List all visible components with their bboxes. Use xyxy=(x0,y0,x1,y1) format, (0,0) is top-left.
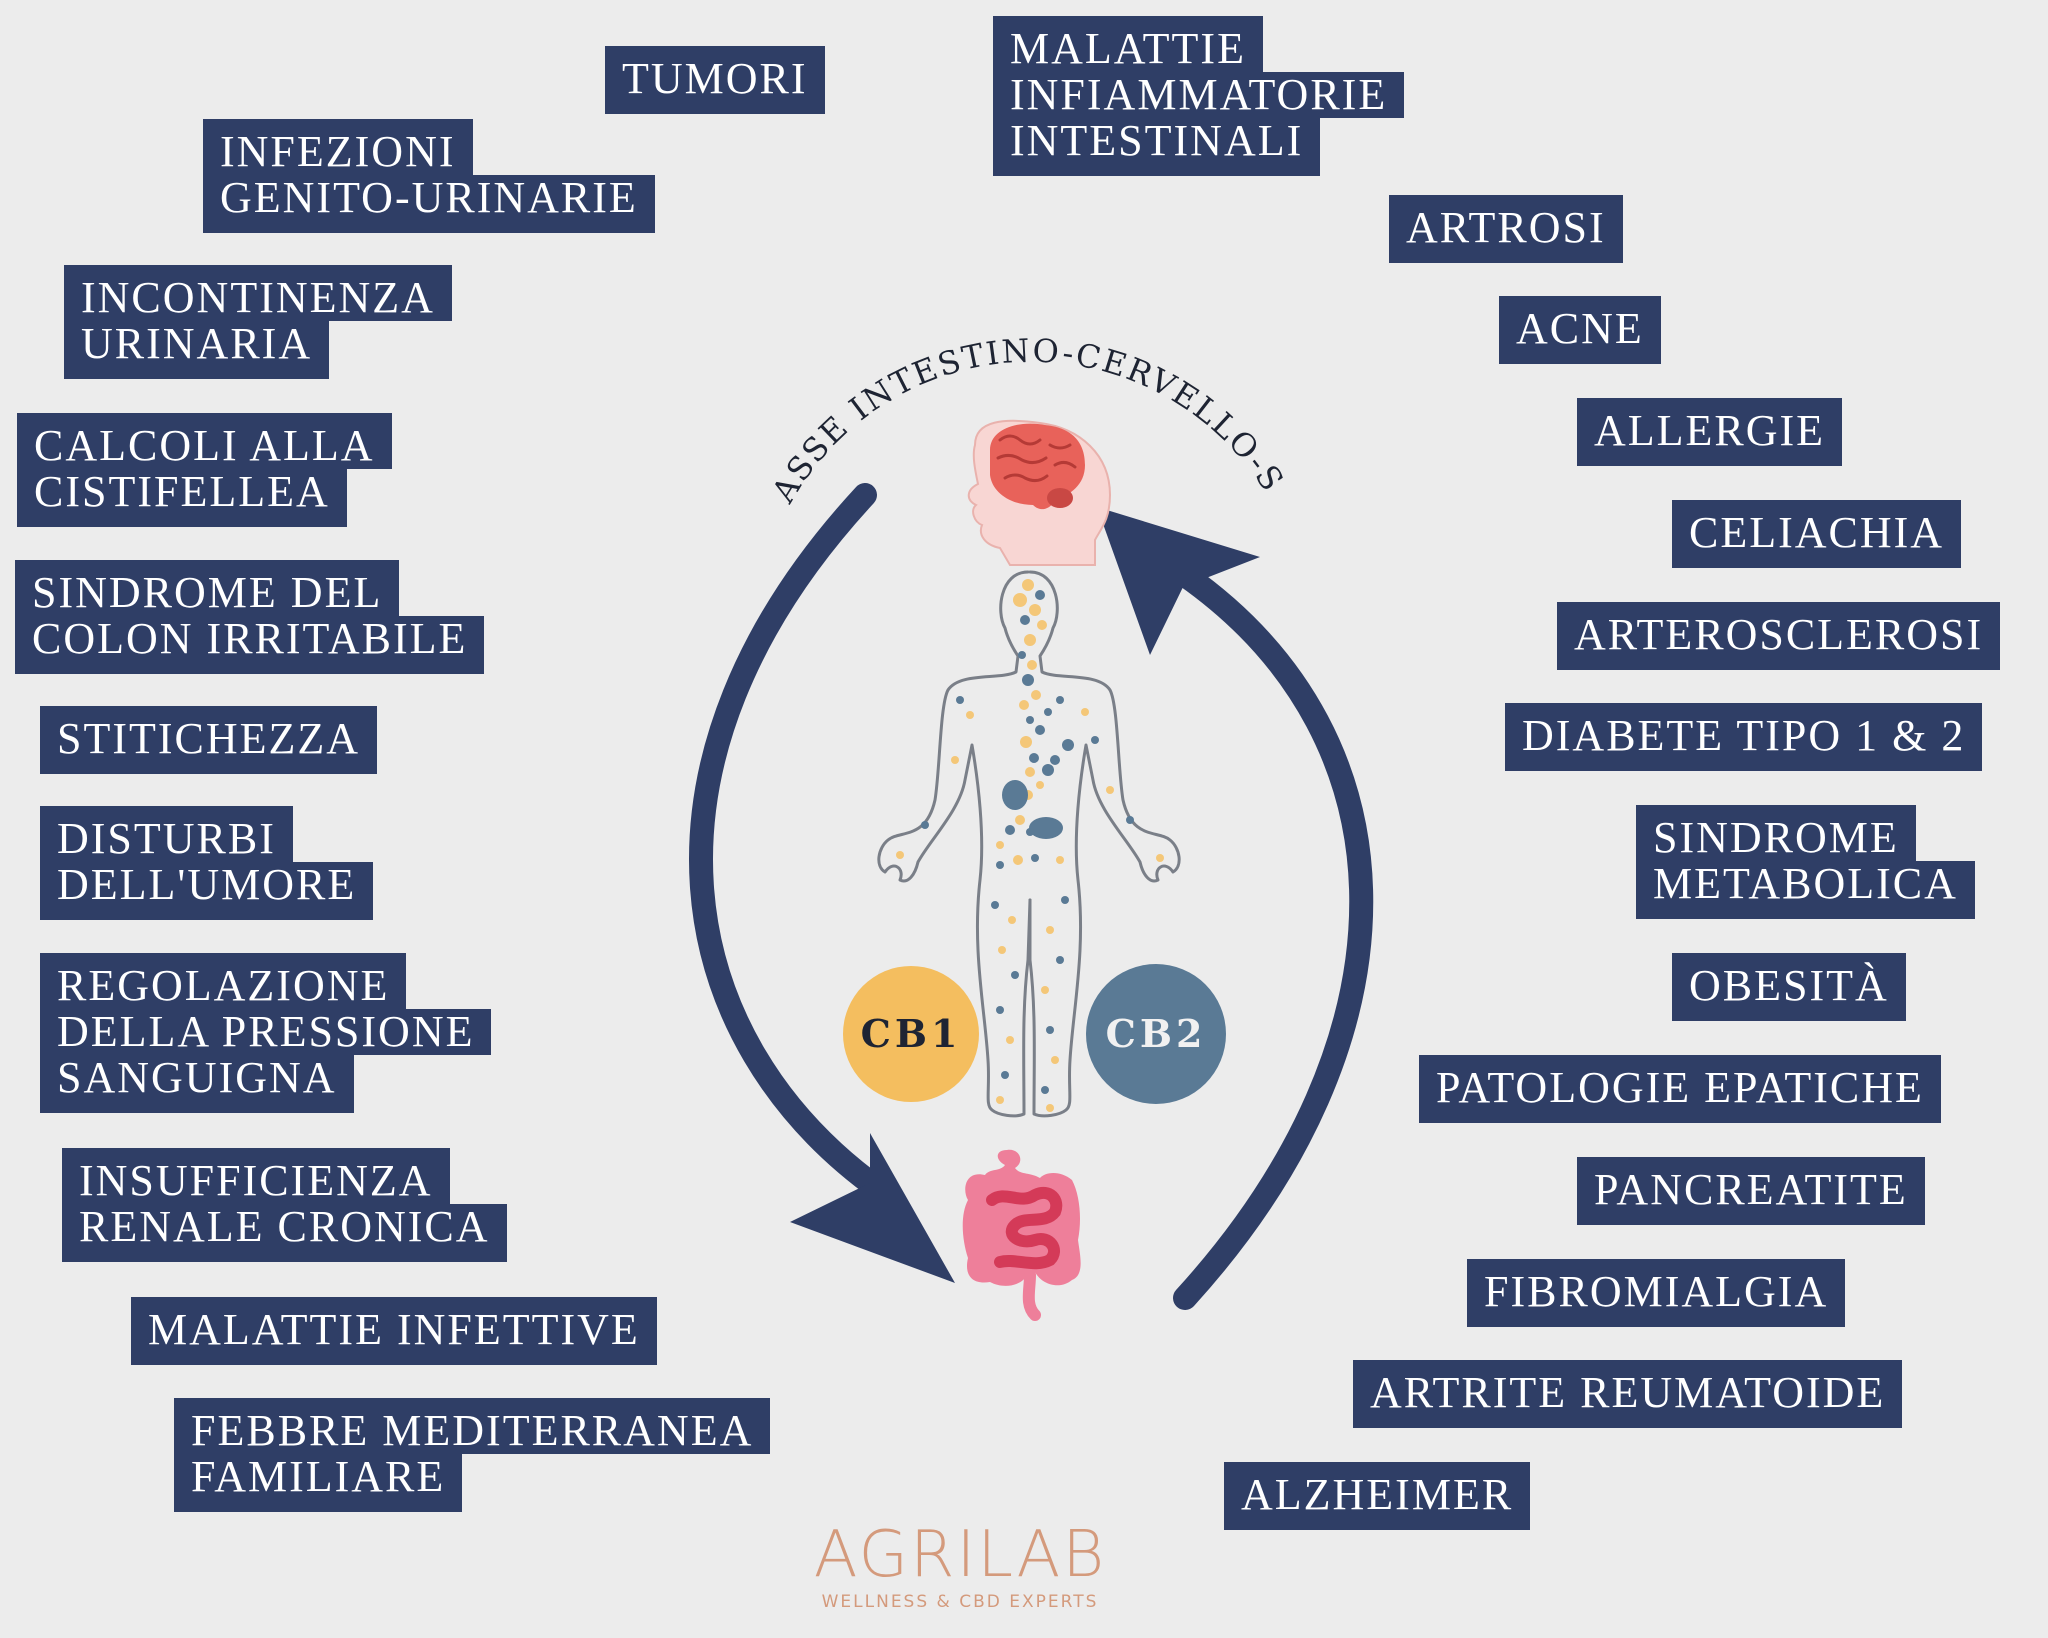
label-pancreatite: PANCREATITE xyxy=(1577,1157,1925,1225)
label-sindrome-metabolica: SINDROME METABOLICA xyxy=(1636,805,1975,919)
label-line: DISTURBI xyxy=(40,806,293,862)
label-line: MALATTIE xyxy=(993,16,1263,72)
label-obesita: OBESITÀ xyxy=(1672,953,1906,1021)
label-line: ALLERGIE xyxy=(1577,398,1843,466)
label-line: SINDROME xyxy=(1636,805,1916,861)
arrow-gut-to-brain xyxy=(1097,507,1374,1310)
label-line: INSUFFICIENZA xyxy=(62,1148,450,1204)
label-line: INFEZIONI xyxy=(203,119,473,175)
label-incontinenza-urinaria: INCONTINENZA URINARIA xyxy=(64,265,452,379)
logo-tagline: WELLNESS & CBD EXPERTS xyxy=(821,1592,1099,1612)
label-alzheimer: ALZHEIMER xyxy=(1224,1462,1531,1530)
label-line: PATOLOGIE EPATICHE xyxy=(1419,1055,1941,1123)
label-patologie-epatiche: PATOLOGIE EPATICHE xyxy=(1419,1055,1941,1123)
label-tumori: TUMORI xyxy=(605,46,825,114)
label-insufficienza-renale-cronica: INSUFFICIENZA RENALE CRONICA xyxy=(62,1148,507,1262)
label-line: ARTRITE REUMATOIDE xyxy=(1353,1360,1903,1428)
label-line: CELIACHIA xyxy=(1672,500,1962,568)
label-febbre-mediterranea-familiare: FEBBRE MEDITERRANEA FAMILIARE xyxy=(174,1398,771,1512)
agrilab-logo: AGRILAB WELLNESS & CBD EXPERTS xyxy=(810,1520,1110,1612)
label-line: INTESTINALI xyxy=(993,118,1321,176)
label-line: GENITO-URINARIE xyxy=(203,175,655,233)
label-line: DELL'UMORE xyxy=(40,862,374,920)
label-line: ARTROSI xyxy=(1389,195,1623,263)
logo-wordmark: AGRILAB xyxy=(813,1518,1107,1592)
label-line: CALCOLI ALLA xyxy=(17,413,392,469)
label-line: INFIAMMATORIE xyxy=(993,72,1405,118)
human-body-icon xyxy=(877,570,1181,1118)
label-allergie: ALLERGIE xyxy=(1577,398,1843,466)
label-line: OBESITÀ xyxy=(1672,953,1906,1021)
label-infezioni-genito-urinarie: INFEZIONI GENITO-URINARIE xyxy=(203,119,655,233)
label-line: FEBBRE MEDITERRANEA xyxy=(174,1398,771,1454)
label-line: SANGUIGNA xyxy=(40,1055,354,1113)
label-arterosclerosi: ARTEROSCLEROSI xyxy=(1557,602,2001,670)
cb1-circle: CB1 xyxy=(843,966,979,1102)
label-line: PANCREATITE xyxy=(1577,1157,1925,1225)
label-line: COLON IRRITABILE xyxy=(15,616,485,674)
label-line: INCONTINENZA xyxy=(64,265,452,321)
label-line: METABOLICA xyxy=(1636,861,1975,919)
label-diabete-tipo-1-2: DIABETE TIPO 1 & 2 xyxy=(1505,703,1983,771)
cb2-label: CB2 xyxy=(1106,1011,1207,1056)
label-line: DELLA PRESSIONE xyxy=(40,1009,492,1055)
head-brain-icon xyxy=(967,419,1112,566)
label-line: FAMILIARE xyxy=(174,1454,463,1512)
label-line: MALATTIE INFETTIVE xyxy=(131,1297,657,1365)
arrow-brain-to-gut xyxy=(689,483,955,1283)
receptor-dots xyxy=(896,579,1164,1112)
label-artrosi: ARTROSI xyxy=(1389,195,1623,263)
label-line: ALZHEIMER xyxy=(1224,1462,1531,1530)
cb1-label: CB1 xyxy=(861,1011,962,1056)
label-line: ACNE xyxy=(1499,296,1661,364)
label-line: FIBROMIALGIA xyxy=(1467,1259,1846,1327)
label-line: REGOLAZIONE xyxy=(40,953,407,1009)
label-artrite-reumatoide: ARTRITE REUMATOIDE xyxy=(1353,1360,1903,1428)
label-line: STITICHEZZA xyxy=(40,706,378,774)
intestine-icon xyxy=(962,1149,1081,1321)
label-regolazione-della-pressione-sanguigna: REGOLAZIONE DELLA PRESSIONE SANGUIGNA xyxy=(40,953,492,1113)
label-line: TUMORI xyxy=(605,46,825,114)
label-line: RENALE CRONICA xyxy=(62,1204,507,1262)
label-line: URINARIA xyxy=(64,321,330,379)
cb2-circle: CB2 xyxy=(1086,964,1226,1104)
label-line: ARTEROSCLEROSI xyxy=(1557,602,2001,670)
label-calcoli-alla-cistifellea: CALCOLI ALLA CISTIFELLEA xyxy=(17,413,392,527)
label-line: DIABETE TIPO 1 & 2 xyxy=(1505,703,1983,771)
label-malattie-infiammatorie-intestinali: MALATTIE INFIAMMATORIE INTESTINALI xyxy=(993,16,1405,176)
label-disturbi-dell-umore: DISTURBI DELL'UMORE xyxy=(40,806,374,920)
label-stitichezza: STITICHEZZA xyxy=(40,706,378,774)
label-sindrome-del-colon-irritabile: SINDROME DEL COLON IRRITABILE xyxy=(15,560,485,674)
label-line: CISTIFELLEA xyxy=(17,469,347,527)
label-line: SINDROME DEL xyxy=(15,560,400,616)
label-celiachia: CELIACHIA xyxy=(1672,500,1962,568)
label-malattie-infettive: MALATTIE INFETTIVE xyxy=(131,1297,657,1365)
label-fibromialgia: FIBROMIALGIA xyxy=(1467,1259,1846,1327)
label-acne: ACNE xyxy=(1499,296,1661,364)
